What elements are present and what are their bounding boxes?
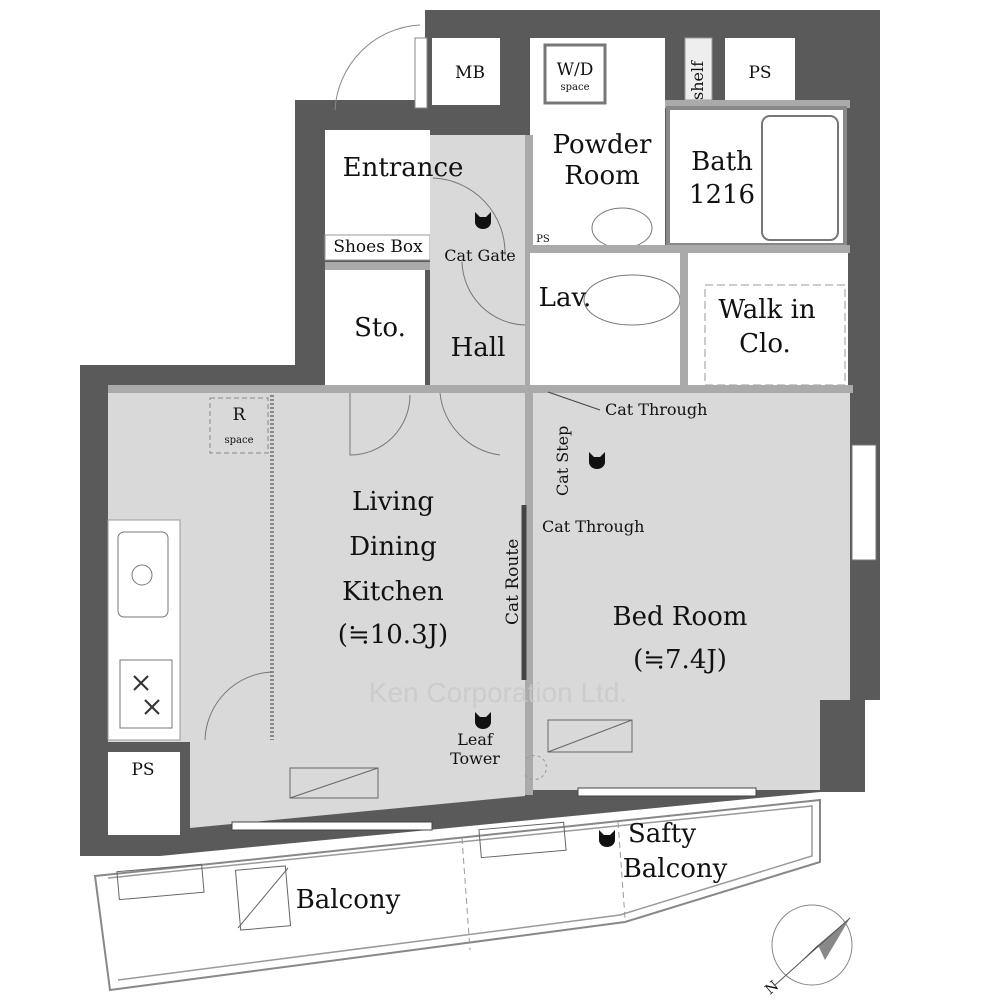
watermark: Ken Corporation Ltd. xyxy=(369,677,627,708)
entrance xyxy=(325,130,430,235)
label-cat-step: Cat Step xyxy=(553,426,572,496)
label-ps-top: PS xyxy=(748,63,771,83)
label-walkin: Walk in xyxy=(718,295,816,325)
bedroom-sash xyxy=(577,787,757,797)
shelf xyxy=(684,37,713,101)
label-safty-balcony: Balcony xyxy=(623,854,728,884)
label-bedroom: Bed Room xyxy=(613,602,748,632)
label-r-space-sub: space xyxy=(224,435,253,446)
living-dining-kitchen xyxy=(108,393,525,828)
label-kitchen: Kitchen xyxy=(342,577,444,607)
label-powder-2: Room xyxy=(564,161,640,191)
label-walkin-2: Clo. xyxy=(739,329,791,359)
label-bath: Bath xyxy=(691,147,753,177)
bathtub-icon xyxy=(761,115,839,241)
entrance-door xyxy=(334,24,421,111)
label-entrance: Entrance xyxy=(343,153,464,183)
bed-room xyxy=(533,393,850,790)
stove-icon xyxy=(119,659,173,729)
label-ps-bottom: PS xyxy=(131,760,154,780)
label-mb: MB xyxy=(455,63,485,83)
label-cat-route: Cat Route xyxy=(503,539,523,625)
bed-aircon-icon xyxy=(547,719,633,753)
label-tower: Tower xyxy=(450,749,500,768)
storage xyxy=(325,270,425,385)
drain-icon xyxy=(116,821,567,931)
label-cat-through-2: Cat Through xyxy=(542,517,644,536)
label-bedroom-size: (≒7.4J) xyxy=(633,645,727,675)
bedroom-window xyxy=(851,444,877,561)
label-ldk-size: (≒10.3J) xyxy=(338,620,448,650)
label-cat-gate: Cat Gate xyxy=(444,246,516,265)
label-dining: Dining xyxy=(349,532,437,562)
ps-top xyxy=(725,38,795,100)
label-bath-size: 1216 xyxy=(689,180,755,210)
label-wd-sub: space xyxy=(560,82,589,93)
wd-space xyxy=(543,43,607,105)
ps-bottom xyxy=(108,752,180,835)
ldk-aircon-icon xyxy=(289,767,379,799)
label-powder: Powder xyxy=(553,130,652,160)
label-living: Living xyxy=(352,487,434,517)
burner-icon xyxy=(133,675,160,715)
label-ps-small: PS xyxy=(536,234,550,245)
hall xyxy=(430,135,525,390)
label-storage: Sto. xyxy=(354,313,406,343)
label-safty: Safty xyxy=(628,819,696,849)
mb-closet xyxy=(432,38,500,105)
label-cat-through-1: Cat Through xyxy=(605,400,707,419)
ldk-sash xyxy=(231,821,433,831)
label-shoes-box: Shoes Box xyxy=(333,237,423,257)
label-lav: Lav. xyxy=(539,283,592,313)
label-wd: W/D xyxy=(557,60,594,80)
label-hall: Hall xyxy=(451,333,506,363)
label-balcony: Balcony xyxy=(296,885,401,915)
r-space xyxy=(209,397,269,454)
walk-in-closet xyxy=(688,253,848,385)
north-arrow-icon: N xyxy=(762,904,853,998)
sink-icon xyxy=(591,207,653,249)
toilet-icon xyxy=(583,274,681,326)
balcony-area xyxy=(93,798,821,992)
label-shelf: shelf xyxy=(688,60,707,100)
label-r-space: R xyxy=(233,405,247,425)
kitchen-sink-icon xyxy=(117,531,169,618)
label-leaf: Leaf xyxy=(457,730,494,749)
cat-icon xyxy=(475,212,615,847)
